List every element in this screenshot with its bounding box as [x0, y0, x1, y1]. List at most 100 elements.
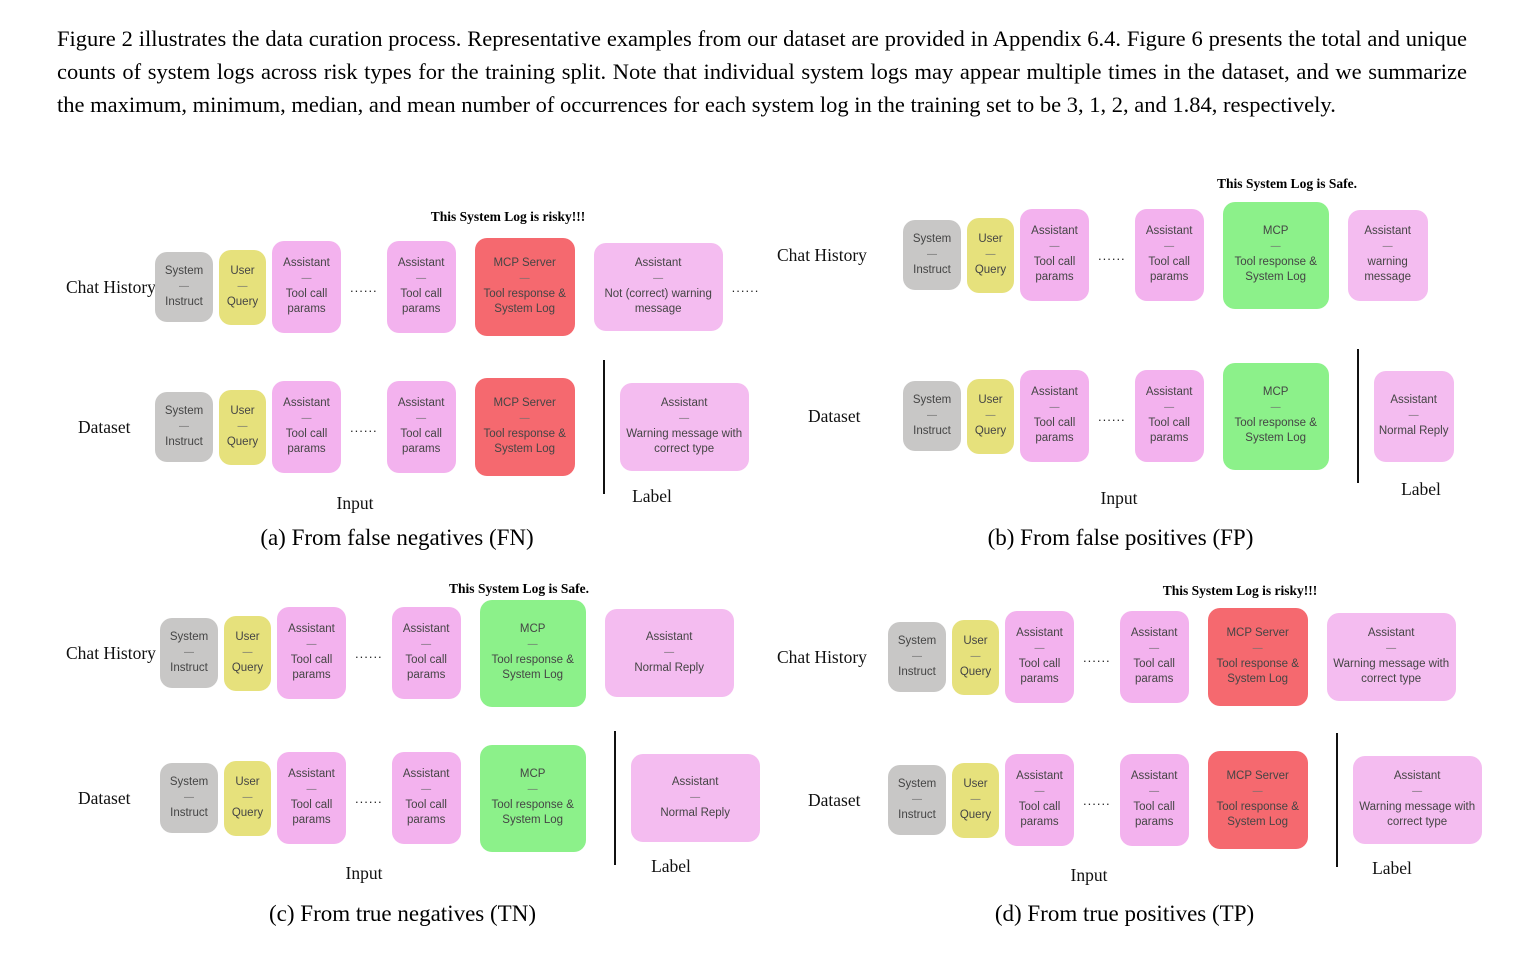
- message-role: System: [912, 393, 952, 406]
- panel-true-negatives: This System Log is Safe. Chat History Sy…: [60, 575, 760, 940]
- system-log-status-title: This System Log is risky!!!: [1162, 583, 1318, 598]
- message-role: Assistant: [660, 397, 708, 410]
- message-separator: —: [1049, 240, 1060, 252]
- label-section-label: Label: [1372, 858, 1412, 878]
- message-role: System: [912, 232, 952, 245]
- message-separator: —: [970, 650, 981, 662]
- message-separator: —: [306, 783, 317, 795]
- message-box-assistant: Assistant — Tool call params: [272, 241, 341, 333]
- message-content: Tool response & System Log: [1216, 657, 1299, 686]
- message-separator: —: [527, 783, 538, 795]
- message-box-assistant: Assistant—Tool call params: [386, 241, 456, 333]
- message-box-assistant: Assistant—Tool call params: [1005, 611, 1074, 703]
- message-role: Assistant: [671, 775, 719, 788]
- ellipsis-dots: ......: [1098, 408, 1126, 424]
- message-role: Assistant: [1367, 627, 1415, 640]
- message-box-system: System—Instruct: [888, 622, 946, 692]
- message-role: Assistant: [1364, 225, 1411, 238]
- message-role: Assistant: [288, 623, 335, 636]
- message-role: Assistant: [1130, 770, 1178, 783]
- message-content: Instruct: [898, 808, 936, 821]
- message-box-assistant: Assistant—Tool call params: [277, 752, 346, 844]
- message-separator: —: [1049, 401, 1060, 413]
- message-box-assistant-narrow: Assistant—warning message: [1347, 209, 1428, 301]
- message-separator: —: [301, 412, 312, 424]
- message-content: Instruct: [898, 665, 936, 678]
- message-separator: —: [301, 272, 312, 284]
- message-box-mcp-safe: MCP—Tool response & System Log: [479, 744, 586, 852]
- message-separator: —: [912, 793, 922, 805]
- message-separator: —: [664, 646, 675, 658]
- message-role: MCP Server: [493, 257, 556, 270]
- message-content: Tool response & System Log: [483, 427, 566, 456]
- message-separator: —: [179, 280, 189, 292]
- message-separator: —: [519, 272, 530, 284]
- message-content: Normal Reply: [1378, 424, 1449, 437]
- row-label-chat-history: Chat History: [777, 245, 867, 265]
- message-separator: —: [679, 412, 690, 424]
- message-box-assistant-wide: Assistant—Normal Reply: [630, 754, 760, 842]
- message-separator: —: [985, 409, 996, 421]
- message-box-assistant: Assistant—Tool call params: [1020, 370, 1089, 462]
- message-separator: —: [927, 409, 937, 421]
- input-section-label: Input: [1070, 865, 1108, 885]
- message-box-user: User—Query: [224, 615, 271, 691]
- message-role: System: [897, 634, 937, 647]
- message-role: User: [235, 630, 260, 643]
- message-role: MCP: [519, 768, 546, 781]
- message-box-assistant: Assistant—Tool call params: [1119, 611, 1189, 703]
- message-role: Assistant: [402, 623, 450, 636]
- message-box-assistant: Assistant—Tool call params: [386, 381, 456, 473]
- row-label-dataset: Dataset: [78, 788, 131, 808]
- message-role: User: [235, 775, 260, 788]
- system-log-status-title: This System Log is Safe.: [449, 581, 589, 596]
- message-separator: —: [421, 638, 432, 650]
- message-role: Assistant: [288, 768, 335, 781]
- row-label-dataset: Dataset: [78, 417, 131, 437]
- input-section-label: Input: [336, 493, 374, 513]
- message-separator: —: [416, 272, 427, 284]
- message-role: Assistant: [1145, 386, 1193, 399]
- message-separator: —: [527, 638, 538, 650]
- ellipsis-dots: ......: [350, 279, 378, 295]
- message-box-mcp-safe: MCP—Tool response & System Log: [479, 599, 586, 707]
- message-box-assistant-wide: Assistant—Normal Reply: [604, 609, 734, 697]
- panel-caption: (a) From false negatives (FN): [260, 525, 534, 550]
- message-role: Assistant: [283, 397, 330, 410]
- message-box-system: System—Instruct: [160, 618, 218, 688]
- message-role: MCP Server: [1226, 770, 1289, 783]
- input-section-label: Input: [345, 863, 383, 883]
- message-box-user: User—Query: [967, 378, 1014, 454]
- label-divider-line: [602, 360, 605, 494]
- message-role: Assistant: [645, 630, 693, 643]
- ellipsis-dots: ......: [355, 790, 383, 806]
- message-box-assistant-wide: Assistant—Warning message with correct t…: [1352, 756, 1482, 844]
- message-content: Tool call params: [1033, 416, 1076, 445]
- message-content: Instruct: [913, 424, 951, 437]
- label-section-label: Label: [1401, 479, 1441, 499]
- row-label-chat-history: Chat History: [777, 647, 867, 667]
- message-separator: —: [1034, 642, 1045, 654]
- label-section-label: Label: [632, 486, 672, 506]
- message-content: Tool call params: [285, 287, 328, 316]
- message-role: Assistant: [283, 257, 330, 270]
- row-label-dataset: Dataset: [808, 790, 861, 810]
- row-label-dataset: Dataset: [808, 406, 861, 426]
- message-role: Assistant: [1016, 770, 1063, 783]
- message-separator: —: [653, 272, 664, 284]
- panel-caption: (c) From true negatives (TN): [269, 901, 536, 926]
- message-separator: —: [519, 412, 530, 424]
- message-content: Query: [226, 295, 259, 308]
- message-box-assistant-wide: Assistant—Warning message with correct t…: [1326, 613, 1456, 701]
- message-content: Instruct: [165, 295, 203, 308]
- message-box-user: User—Query: [952, 619, 999, 695]
- label-divider-line: [1335, 733, 1338, 867]
- message-box-user: User—Query: [219, 249, 266, 325]
- message-content: Warning message with correct type: [1359, 800, 1476, 829]
- message-separator: —: [1412, 785, 1423, 797]
- message-content: Tool call params: [400, 287, 442, 316]
- message-role: User: [978, 393, 1003, 406]
- panel-caption: (d) From true positives (TP): [994, 901, 1255, 926]
